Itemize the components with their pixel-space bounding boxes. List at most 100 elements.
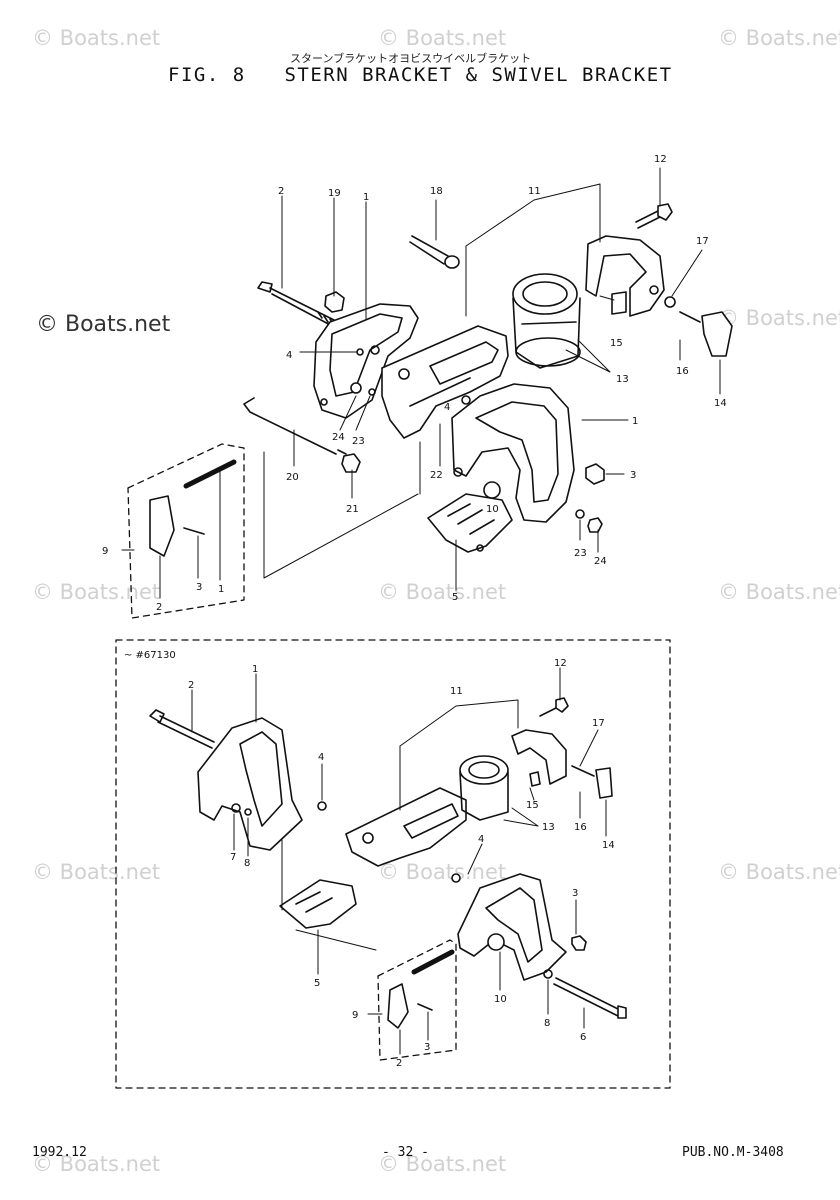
stern-bracket-left (313, 303, 419, 419)
watermark: © Boats.net (32, 1152, 161, 1176)
nut-3-part (585, 463, 605, 485)
stern-bracket-right (451, 383, 575, 523)
callout: 13 (616, 374, 629, 385)
callout: 4 (318, 752, 324, 763)
callout: 4 (478, 834, 484, 845)
watermark: © Boats.net (32, 860, 161, 884)
bolt-12-lower (539, 697, 569, 717)
lever-14-part (679, 311, 733, 357)
callout: 12 (554, 658, 567, 669)
pin-18-part (409, 235, 460, 269)
nut-4-lower-b (451, 873, 461, 883)
callouts-lower: 2 1 11 12 17 4 15 16 14 13 7 8 4 3 5 10 … (188, 658, 615, 1069)
callout: 1 (252, 664, 258, 675)
callout: 14 (714, 398, 727, 409)
nut-3-lower (571, 935, 587, 951)
callout: 17 (696, 236, 709, 247)
bushing-10-part (483, 481, 501, 499)
leader-lines-upper (121, 167, 721, 599)
watermark-prominent: © Boats.net (36, 312, 171, 337)
callout: 3 (630, 470, 636, 481)
clamp-lower (511, 729, 567, 787)
callout: 2 (396, 1058, 402, 1069)
callout: 7 (230, 852, 236, 863)
washer-8-lower-right (543, 969, 553, 979)
callout: 14 (602, 840, 615, 851)
washer-8-lower (244, 808, 252, 816)
footer-date: 1992.12 (32, 1145, 87, 1160)
watermark: © Boats.net (378, 860, 507, 884)
lever-14-lower (571, 765, 613, 799)
washer-23-left (368, 388, 376, 396)
callout: 9 (102, 546, 108, 557)
figure-title: FIG. 8 STERN BRACKET & SWIVEL BRACKET (168, 64, 673, 86)
callout: 4 (444, 402, 450, 413)
leader-lines-lower (191, 667, 607, 1055)
stern-bracket-lower-right (457, 873, 567, 981)
clamp-15-part (585, 235, 665, 317)
callouts-upper: 2 19 1 18 11 12 17 4 15 13 16 14 24 23 4… (102, 154, 727, 613)
callout: 19 (328, 188, 341, 199)
callout: 5 (314, 978, 320, 989)
spring-kit-9-lower (377, 939, 457, 1061)
watermark: © Boats.net (718, 580, 840, 604)
callout: 18 (430, 186, 443, 197)
tilt-rod-20 (243, 397, 347, 455)
callout: 9 (352, 1010, 358, 1021)
watermark: © Boats.net (378, 580, 507, 604)
callout: 2 (156, 602, 162, 613)
callout: 23 (352, 436, 365, 447)
bolt-2-part (257, 281, 339, 329)
callout: 12 (654, 154, 667, 165)
callout: 16 (574, 822, 587, 833)
swivel-bracket-lower (345, 787, 467, 867)
swivel-bracket (381, 325, 509, 439)
watermark: © Boats.net (378, 1152, 507, 1176)
watermark: © Boats.net (378, 26, 507, 50)
title-kana: スターンブラケットオヨビスウイベルブラケット (290, 52, 532, 65)
callout: 21 (346, 504, 359, 515)
callout: 22 (430, 470, 443, 481)
inset-frame (115, 639, 671, 1089)
nut-4-lower (317, 801, 327, 811)
footer-page-number: - 32 - (382, 1145, 429, 1160)
spring-kit-9-upper (127, 443, 245, 619)
washer-7-lower (231, 803, 241, 813)
callout: 24 (594, 556, 607, 567)
callout: 1 (363, 192, 369, 203)
callout: 2 (188, 680, 194, 691)
callout: 13 (542, 822, 555, 833)
nut-4-part (461, 395, 471, 405)
callout: 15 (610, 338, 623, 349)
nut-24-part (587, 517, 603, 533)
callout: 6 (580, 1032, 586, 1043)
callout: 1 (218, 584, 224, 595)
swivel-tube-lower (459, 755, 509, 821)
tilt-stopper-lower (279, 879, 357, 929)
watermark: © Boats.net (718, 860, 840, 884)
tilt-stopper-5 (427, 493, 513, 553)
bolt-12-part (635, 203, 673, 229)
nut-19-part (324, 291, 345, 313)
callout: 2 (278, 186, 284, 197)
callout: 11 (450, 686, 463, 697)
callout: 3 (572, 888, 578, 899)
nut-21-part (341, 453, 361, 473)
callout: 24 (332, 432, 345, 443)
washer-23-part (575, 509, 585, 519)
watermark: © Boats.net (32, 580, 161, 604)
washer-17-part (664, 296, 676, 308)
callout: 8 (544, 1018, 550, 1029)
callout: 3 (196, 582, 202, 593)
callout: 20 (286, 472, 299, 483)
callout: 10 (494, 994, 507, 1005)
callout: 10 (486, 504, 499, 515)
bolt-6-lower (553, 977, 627, 1019)
inset-label: ~ #67130 (124, 650, 176, 661)
watermark: © Boats.net (32, 26, 161, 50)
nut-24-left (350, 382, 362, 394)
callout: 4 (286, 350, 292, 361)
swivel-tube-11 (512, 273, 581, 369)
